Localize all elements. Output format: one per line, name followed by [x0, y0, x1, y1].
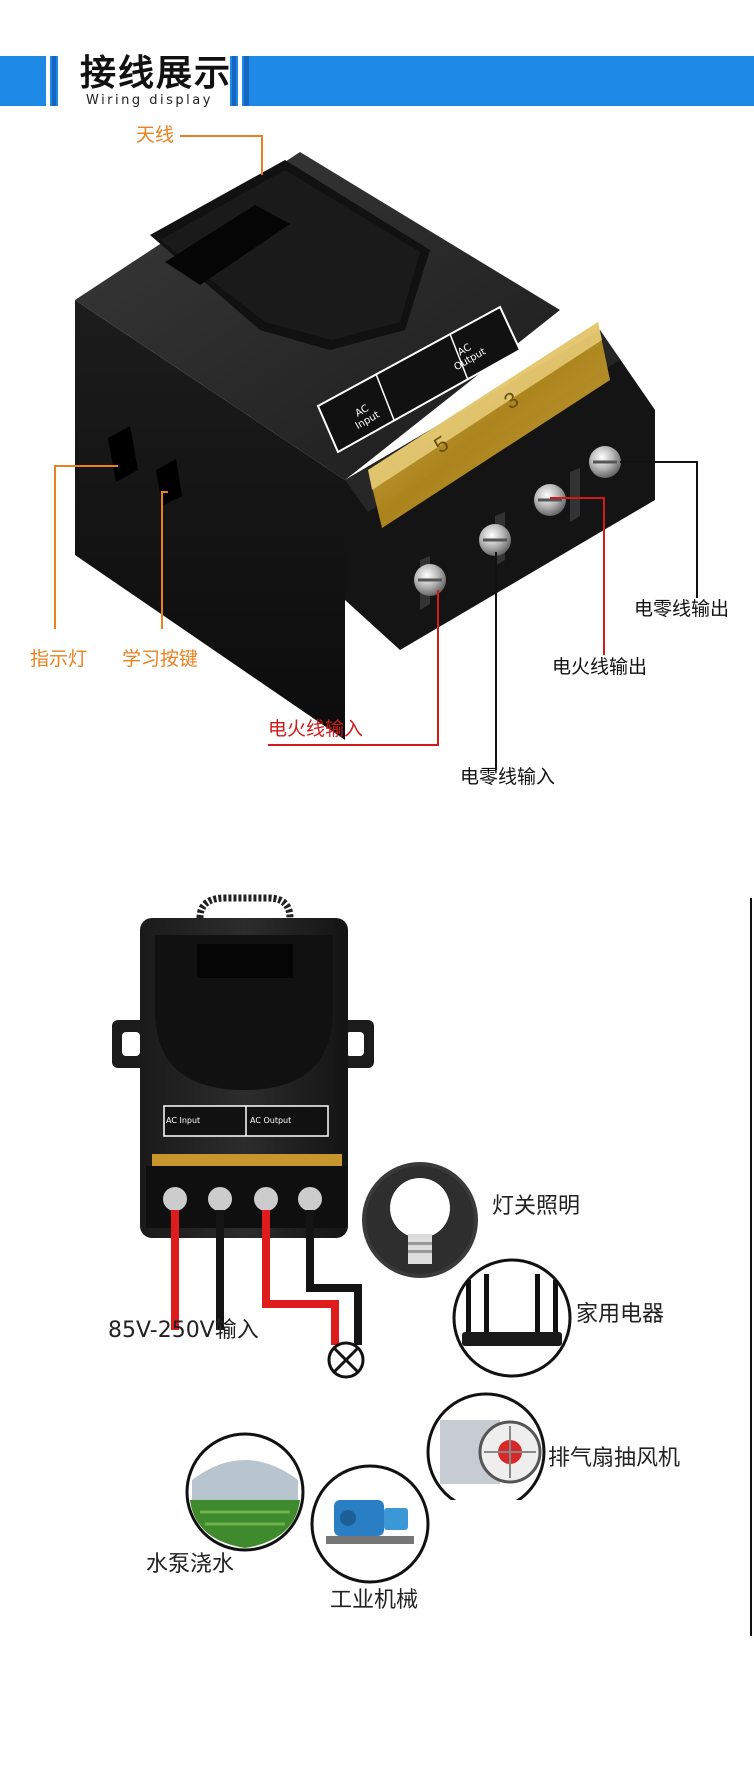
page-subtitle: Wiring display [86, 93, 213, 108]
page-title: 接线展示 [80, 53, 233, 94]
application-icons-lower [185, 1432, 430, 1584]
light-bulb-icon [362, 1162, 478, 1278]
learn-button-label: 学习按键 [122, 648, 199, 670]
greenhouse-icon [185, 1432, 305, 1552]
header-stripe [52, 56, 56, 106]
exhaust-fan-icon [426, 1392, 546, 1500]
app-appliance-label: 家用电器 [576, 1302, 665, 1327]
live-output-label: 电火线输出 [552, 656, 648, 678]
header-stripe [46, 56, 50, 106]
relay-module-illustration: 5 3 [54, 135, 698, 770]
live-input-label: 电火线输入 [268, 718, 364, 740]
neutral-output-label: 电零线输出 [634, 598, 730, 620]
right-border-line [750, 898, 752, 1636]
header-stripe [244, 56, 249, 106]
wifi-router-icon [452, 1258, 572, 1378]
indicator-label: 指示灯 [30, 648, 88, 670]
app-pump-label: 水泵浇水 [146, 1552, 235, 1577]
app-fan-label: 排气扇抽风机 [548, 1446, 681, 1471]
app-machinery-label: 工业机械 [330, 1588, 419, 1613]
header-title-box [58, 50, 230, 112]
panel2-input-label: AC Input [166, 1116, 201, 1125]
industrial-motor-icon [310, 1464, 430, 1584]
application-wiring-diagram [112, 894, 572, 1500]
panel2-output-label: AC Output [250, 1116, 292, 1125]
app-lighting-label: 灯关照明 [492, 1194, 581, 1219]
antenna-label: 天线 [136, 124, 175, 146]
neutral-input-label: 电零线输入 [460, 766, 556, 788]
header-stripe [0, 56, 50, 106]
voltage-input-label: 85V-250V输入 [108, 1318, 259, 1343]
header-stripe [238, 56, 242, 106]
header-stripe [232, 56, 236, 106]
